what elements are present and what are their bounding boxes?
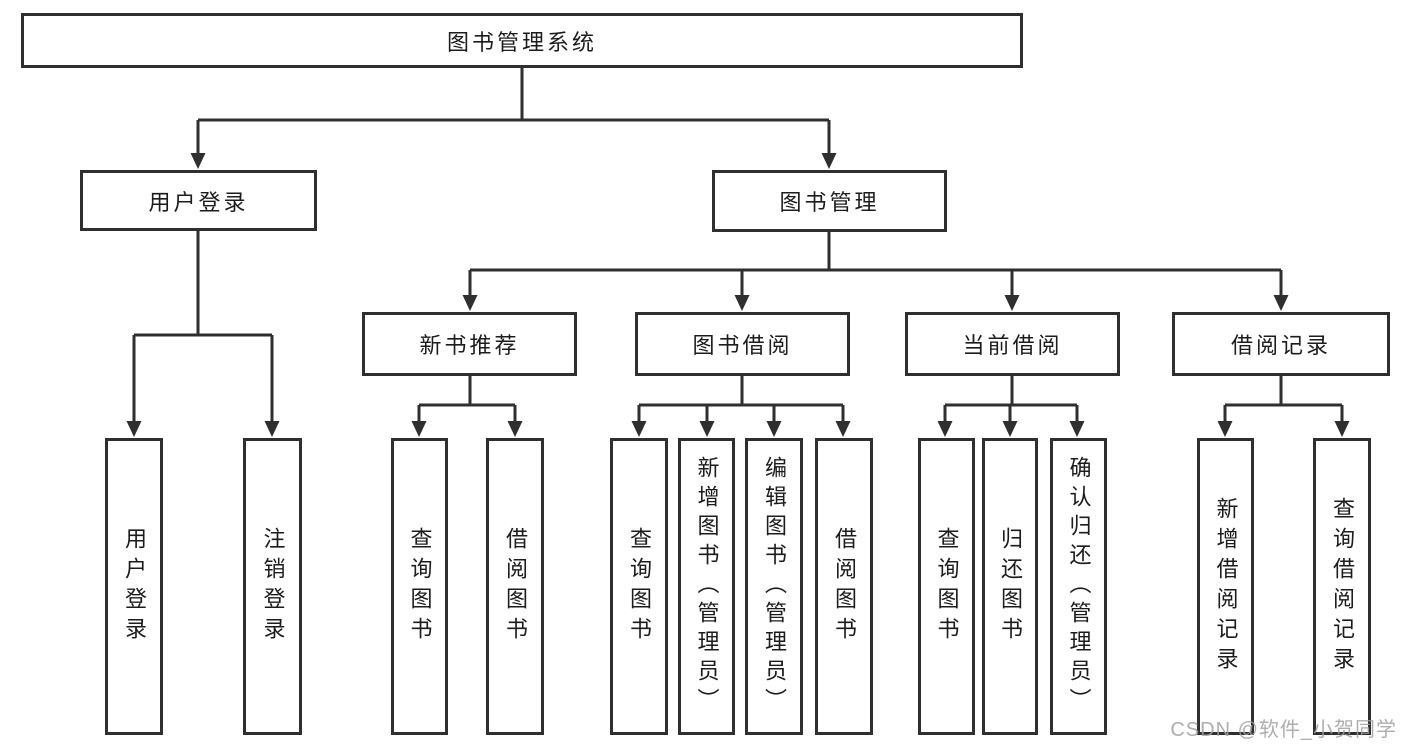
csdn-watermark: CSDN @软件_小贺同学 — [1170, 719, 1397, 741]
leaf-label: 借阅图书 — [503, 526, 528, 647]
leaf-label: 归还图书 — [998, 526, 1023, 647]
leaf-logout: 注销登录 — [243, 438, 302, 735]
node-current-borrowing: 当前借阅 — [905, 312, 1120, 376]
leaf-label: 注销登录 — [260, 526, 286, 647]
leaf-label: 新增图书（管理员） — [694, 456, 720, 717]
node-library-management-system: 图书管理系统 — [21, 13, 1023, 68]
leaf-label: 查询借阅记录 — [1330, 496, 1355, 677]
leaf-label: 用户登录 — [122, 526, 147, 647]
node-book-borrowing: 图书借阅 — [635, 312, 850, 376]
leaf-borrow-books-recommend: 借阅图书 — [486, 438, 544, 735]
leaf-label: 确认归还（管理员） — [1066, 456, 1092, 717]
node-new-book-recommendation: 新书推荐 — [362, 312, 577, 376]
node-book-management: 图书管理 — [712, 170, 947, 232]
leaf-edit-books-admin: 编辑图书（管理员） — [745, 438, 803, 735]
leaf-query-books-borrowing: 查询图书 — [610, 438, 668, 735]
leaf-return-books: 归还图书 — [982, 438, 1038, 735]
leaf-query-borrow-record: 查询借阅记录 — [1313, 438, 1371, 735]
leaf-add-books-admin: 新增图书（管理员） — [678, 438, 735, 735]
node-borrowing-records: 借阅记录 — [1172, 312, 1390, 376]
leaf-query-books-recommend: 查询图书 — [391, 438, 448, 735]
leaf-query-books-current: 查询图书 — [918, 438, 975, 735]
leaf-label: 编辑图书（管理员） — [762, 456, 787, 717]
leaf-label: 新增借阅记录 — [1213, 496, 1239, 677]
leaf-confirm-return-admin: 确认归还（管理员） — [1050, 438, 1107, 735]
leaf-add-borrow-record: 新增借阅记录 — [1197, 438, 1254, 735]
leaf-borrow-books: 借阅图书 — [815, 438, 873, 735]
leaf-user-login: 用户登录 — [105, 438, 163, 735]
leaf-label: 查询图书 — [934, 526, 960, 647]
leaf-label: 查询图书 — [627, 526, 652, 647]
leaf-label: 借阅图书 — [832, 526, 857, 647]
node-user-login: 用户登录 — [80, 170, 317, 231]
leaf-label: 查询图书 — [407, 526, 433, 647]
